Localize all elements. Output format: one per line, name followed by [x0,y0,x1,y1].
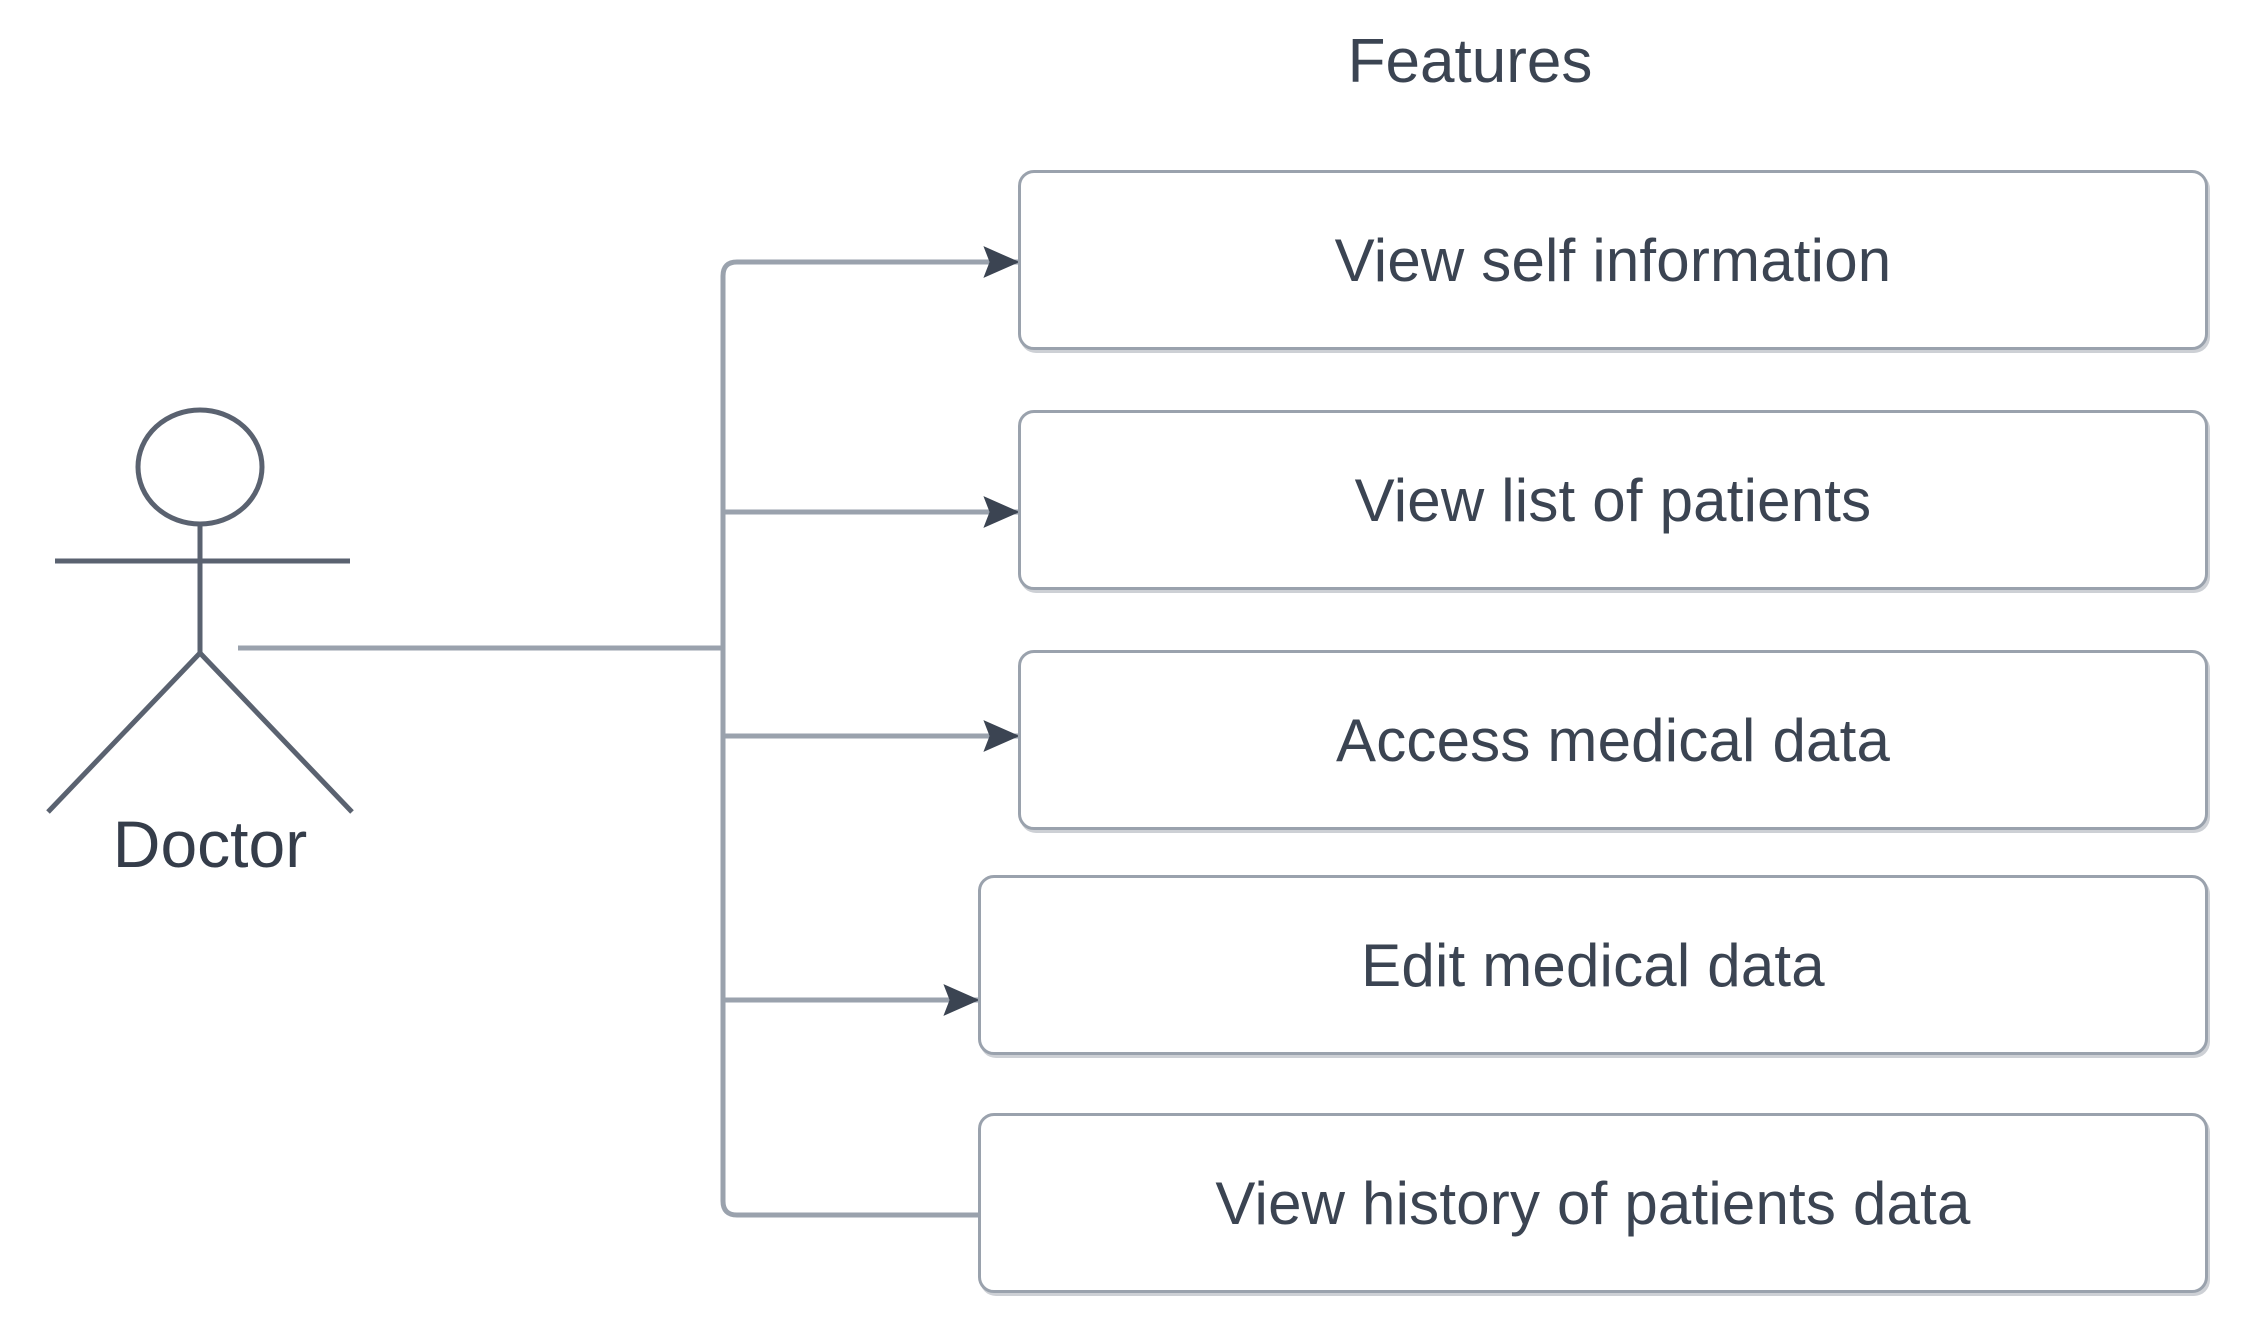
actor-head-icon [135,407,265,527]
use-case-label: View history of patients data [1215,1169,1971,1237]
connector-to-view-history-of-patients-data [720,1199,1015,1231]
actor-label: Doctor [112,807,308,881]
actor-left-leg-line [46,651,202,814]
connector-to-view-self-information [720,246,1020,278]
use-case-label: View self information [1334,226,1892,294]
actor-right-leg-line [198,651,354,814]
actor-stick-figure-icon [46,407,354,814]
use-case-label: View list of patients [1354,466,1872,534]
use-case-edit-medical-data[interactable]: Edit medical data [978,875,2208,1055]
features-group-title: Features [1347,27,1593,96]
use-case-label: Edit medical data [1361,931,1825,999]
use-case-view-history-of-patients-data[interactable]: View history of patients data [978,1113,2208,1293]
use-case-access-medical-data[interactable]: Access medical data [1018,650,2208,830]
use-case-label: Access medical data [1335,706,1891,774]
use-case-view-list-of-patients[interactable]: View list of patients [1018,410,2208,590]
use-case-view-self-information[interactable]: View self information [1018,170,2208,350]
